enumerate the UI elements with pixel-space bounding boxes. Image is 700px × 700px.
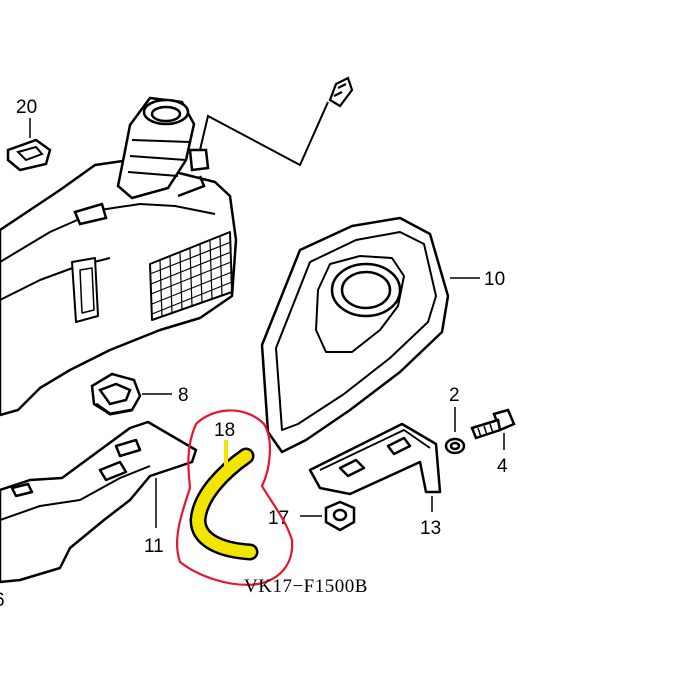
- part-label-11: 11: [144, 536, 164, 557]
- tank-vent-grille-lines: [149, 236, 233, 318]
- highlight-red-circle: [176, 409, 294, 586]
- figure-code: VK17−F1500B: [244, 576, 368, 597]
- part-label-13: 13: [420, 518, 441, 539]
- hose-part-18: [189, 447, 259, 561]
- fuel-hose-end-top: [199, 76, 354, 167]
- part-label-18: 18: [214, 420, 235, 441]
- nut-part-2: [444, 437, 466, 455]
- tank-cover-part-10: [260, 216, 450, 454]
- part-label-6: 6: [0, 590, 5, 611]
- rubber-mount-part-8: [90, 372, 142, 416]
- part-label-2: 2: [449, 385, 460, 406]
- part-label-8: 8: [178, 385, 189, 406]
- nut-part-17: [324, 500, 356, 532]
- grommet-part-20: [6, 118, 52, 172]
- tank-filler-neck: [73, 96, 210, 226]
- bracket-part-13: [308, 422, 442, 496]
- bolt-part-4: [470, 408, 516, 440]
- part-label-20: 20: [16, 97, 37, 118]
- tank-tray-part-11: [0, 420, 198, 584]
- part-label-10: 10: [484, 269, 505, 290]
- part-label-4: 4: [497, 456, 508, 477]
